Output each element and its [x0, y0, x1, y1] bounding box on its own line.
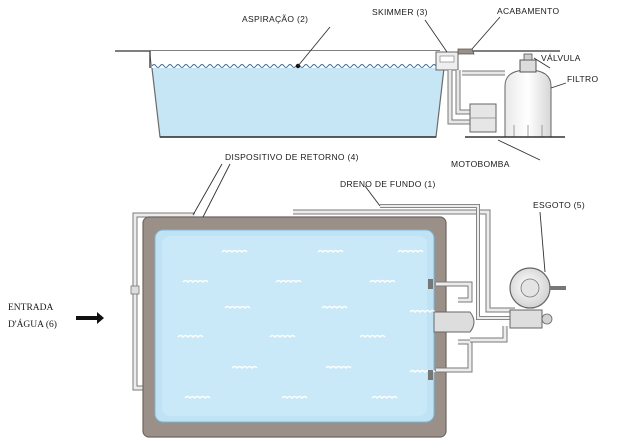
water-waves	[177, 249, 436, 400]
wave-mark	[317, 249, 344, 254]
label-entrada-line1: ENTRADA	[8, 303, 54, 313]
esgoto-leader	[539, 211, 546, 273]
water-entry-arrow-icon	[76, 312, 104, 324]
pool-section-freeboard	[150, 51, 446, 68]
label-valvula: VÁLVULA	[541, 53, 581, 63]
wave-mark	[325, 365, 352, 370]
acabamento-leader	[471, 16, 501, 50]
label-aspiracao: ASPIRAÇÃO (2)	[242, 14, 308, 24]
skimmer-leader	[424, 19, 448, 53]
retorno-leader-2	[202, 163, 231, 218]
return-pipe	[455, 70, 470, 115]
skimmer-plan	[433, 311, 475, 333]
wave-mark	[397, 249, 424, 254]
wave-mark	[224, 305, 251, 310]
wall-fitting-top	[428, 279, 433, 289]
valvula-leader	[533, 57, 551, 69]
pump-plan	[509, 309, 543, 329]
label-skimmer: SKIMMER (3)	[372, 7, 428, 17]
wave-mark	[221, 249, 248, 254]
label-dispositivo-retorno: DISPOSITIVO DE RETORNO (4)	[225, 152, 359, 162]
wave-mark	[321, 305, 348, 310]
wave-mark	[371, 395, 398, 400]
retorno-leader-1	[192, 163, 223, 216]
pool-plan-view	[76, 163, 566, 438]
wave-mark	[177, 334, 204, 339]
wave-mark	[184, 395, 211, 400]
label-motobomba: MOTOBOMBA	[451, 159, 510, 169]
coping	[457, 48, 475, 55]
wave-mark	[369, 279, 396, 284]
dreno-leader	[364, 185, 381, 207]
label-esgoto: ESGOTO (5)	[533, 200, 585, 210]
wave-mark	[409, 309, 436, 314]
label-filtro: FILTRO	[567, 74, 598, 84]
skimmer-opening	[439, 55, 455, 63]
wall-fitting-bottom	[428, 370, 433, 380]
wave-mark	[269, 334, 296, 339]
inlet-fitting	[130, 285, 140, 295]
wave-mark	[182, 279, 209, 284]
wave-mark	[281, 395, 308, 400]
filtro-leader	[550, 82, 567, 89]
label-entrada-line2: D'ÁGUA (6)	[8, 318, 57, 330]
pool-cross-section	[115, 16, 567, 161]
motobomba-leader	[497, 139, 541, 161]
label-dreno-fundo: DRENO DE FUNDO (1)	[340, 179, 436, 189]
valve	[519, 59, 537, 73]
wave-mark	[275, 279, 302, 284]
wave-mark	[231, 365, 258, 370]
label-acabamento: ACABAMENTO	[497, 6, 559, 16]
wave-mark	[359, 334, 386, 339]
aspiracao-leader	[297, 26, 331, 67]
